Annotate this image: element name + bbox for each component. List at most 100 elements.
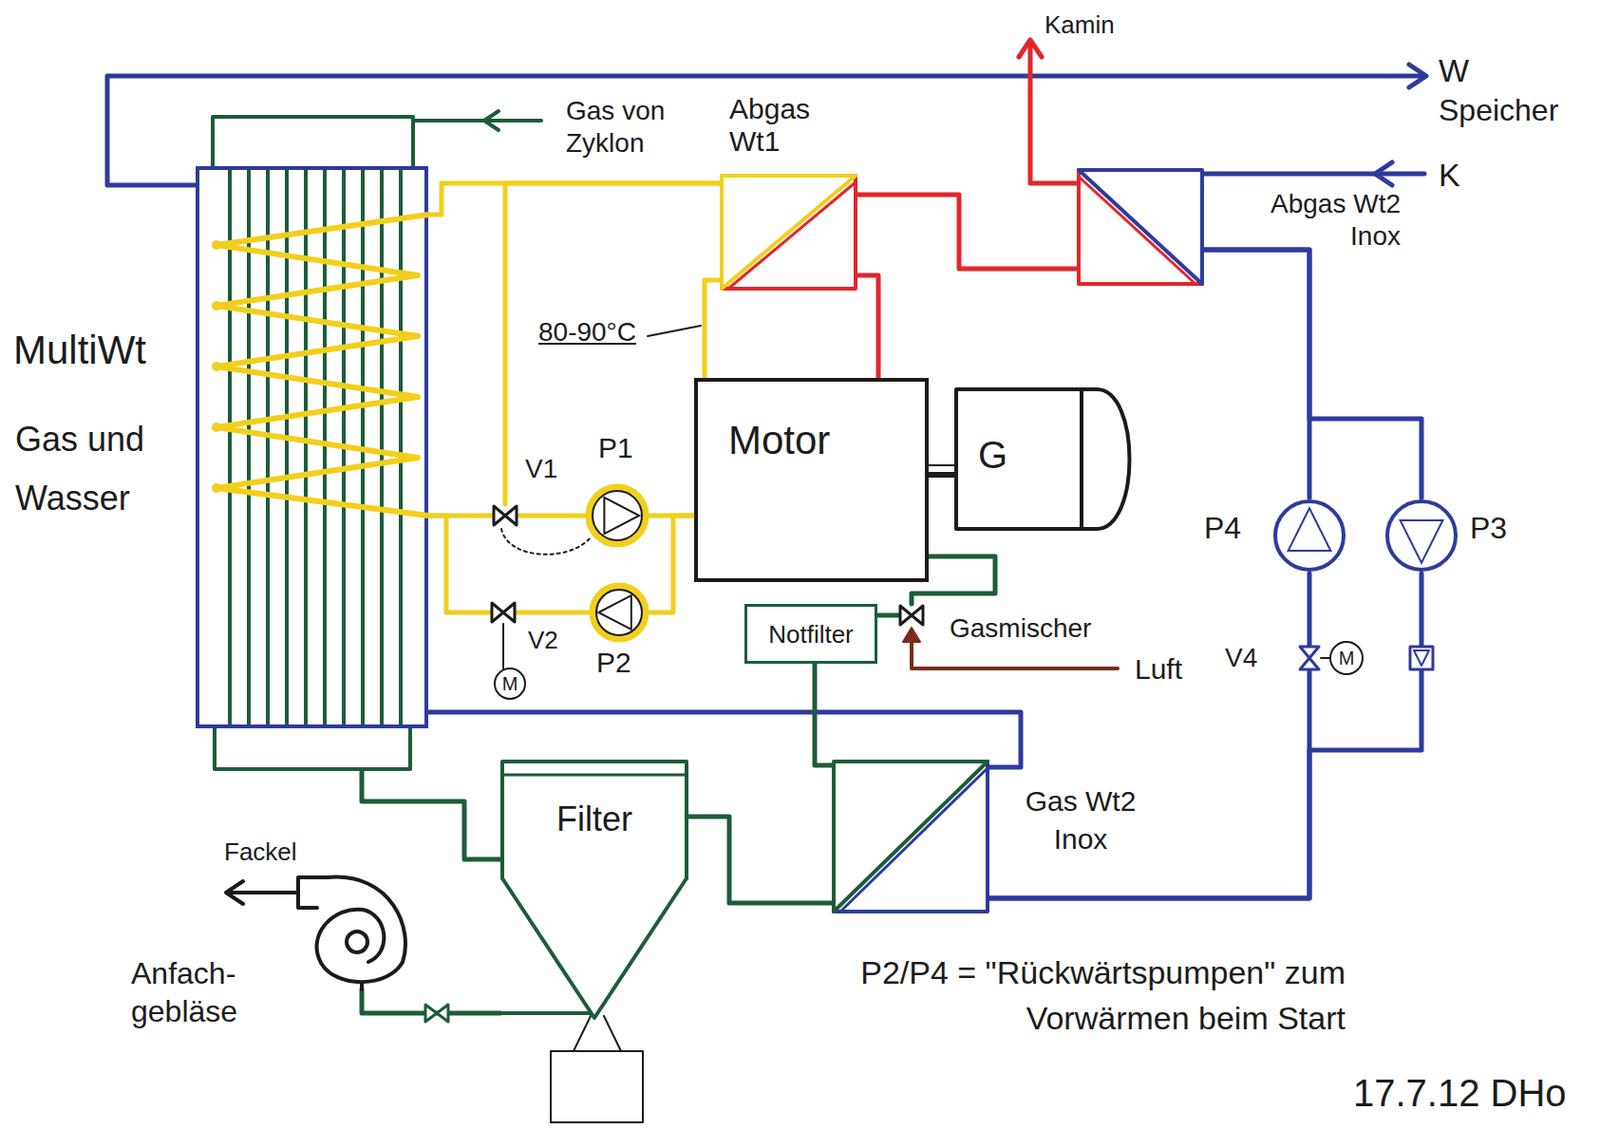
generator-body	[956, 389, 1082, 529]
coil-dot	[211, 483, 222, 493]
exchanger-side	[1078, 169, 1203, 284]
water-coil	[216, 214, 429, 516]
temperature-leader	[647, 325, 701, 337]
engine-box: Motor	[694, 377, 929, 583]
node-label: Notfilter	[747, 621, 875, 650]
annotation-label: Gas von Zyklon	[565, 94, 690, 160]
node-label: Abgas Wt1	[729, 93, 834, 158]
generator-cap	[1081, 389, 1130, 529]
exchanger-diagonal	[1078, 176, 1196, 284]
exchanger-diagonal	[721, 175, 856, 289]
arrow-chevron	[1409, 64, 1427, 88]
filter-outlet	[502, 1011, 591, 1016]
annotation-label: 17.7.12 DHo	[1353, 1071, 1567, 1115]
annotation-label: M	[494, 672, 526, 696]
arrow-chevron	[225, 881, 244, 904]
pump-casing	[1387, 501, 1456, 570]
pump: P3	[1383, 497, 1460, 574]
control-wire	[501, 528, 591, 555]
filter-cone	[502, 878, 687, 1018]
node-label: P2	[596, 646, 632, 680]
arrow-chevron	[484, 111, 499, 131]
three-way-valve: V1	[491, 504, 519, 528]
gas-tube	[398, 168, 403, 727]
pipe-connector	[814, 663, 832, 766]
annotation-label: W	[1438, 52, 1469, 90]
gas-tube	[303, 168, 308, 727]
annotation-label: P2/P4 = "Rückwärtspumpen" zum Vorwärmen …	[785, 949, 1346, 1041]
pump-casing	[1275, 501, 1344, 570]
hopper-filter-shape	[500, 759, 689, 1021]
check-valve	[1410, 646, 1433, 670]
shaft-line	[928, 464, 955, 467]
node-label: Motor	[728, 417, 830, 464]
flare-pipe	[227, 890, 297, 895]
annotation-label: M	[1330, 646, 1363, 670]
three-way-valve-shape	[491, 504, 519, 528]
motor-valve: V4	[1298, 644, 1321, 672]
blower-volute	[317, 877, 406, 983]
pipe-connector	[518, 513, 585, 519]
coil-dot	[211, 422, 222, 433]
node-label: P4	[1204, 510, 1242, 546]
gas-tube	[284, 168, 289, 727]
dust-chute	[573, 1016, 622, 1052]
gas-mixer-valve: Gasmischer	[898, 603, 925, 627]
exchanger-side	[721, 175, 856, 289]
multi-heat-exchanger: MultiWtGas und Wasser	[195, 113, 429, 772]
pipe-connector	[1204, 249, 1422, 498]
exchanger-side	[833, 761, 988, 912]
node-label: Gasmischer	[949, 613, 1092, 644]
pipe-connector	[505, 183, 720, 505]
chimney-pipe	[1030, 41, 1077, 184]
emergency-filter: Notfilter	[744, 603, 878, 664]
valve-bowtie	[493, 506, 517, 526]
pump: P1	[584, 483, 650, 548]
pipe-connector	[857, 275, 879, 378]
pipe-connector	[428, 183, 720, 215]
gas-heat-exchanger-shape	[831, 759, 990, 914]
exchanger-side	[1078, 169, 1203, 284]
node-label: V4	[1224, 642, 1258, 674]
pipe-connector	[361, 771, 501, 860]
exchanger-diagonal	[840, 768, 988, 912]
filter-lid	[502, 773, 687, 777]
node-label: Filter	[500, 799, 689, 839]
motor-valve-shape	[1298, 644, 1321, 672]
exchanger-diagonal	[728, 182, 856, 289]
gas-heat-exchanger: Gas Wt2 Inox	[831, 759, 990, 914]
exchanger-diagonal	[833, 761, 988, 912]
hopper-filter: Filter	[500, 759, 689, 1021]
exchanger-diagonal	[1078, 169, 1203, 284]
air-arrowhead	[903, 627, 921, 642]
gas-tube	[379, 168, 384, 727]
pump-triangle	[603, 497, 640, 534]
node-label: P1	[598, 432, 634, 466]
pipe-connector	[428, 515, 490, 613]
arrow-chevron	[1374, 162, 1393, 186]
generator: G	[954, 387, 1133, 531]
multi-heat-exchanger-shape	[195, 113, 429, 772]
annotation-label: 80-90°C	[538, 317, 637, 348]
exhaust-heat-exchanger-shape	[1076, 168, 1205, 286]
pump-shape	[1271, 497, 1348, 574]
actuator-circle	[1330, 641, 1363, 675]
valve-bowtie	[900, 605, 923, 625]
pipe-connector	[688, 816, 832, 904]
pump-shape	[1383, 497, 1460, 574]
coil-dot	[211, 361, 222, 372]
pump: P4	[1271, 497, 1348, 574]
dust-bin	[550, 1051, 643, 1123]
gas-tube	[227, 168, 232, 727]
blower-outlet	[298, 877, 328, 908]
blower: Anfach- gebläse	[296, 871, 415, 990]
node-label: V1	[525, 453, 558, 485]
exhaust-heat-exchanger-shape	[719, 173, 858, 291]
motor-valve: V2	[489, 601, 517, 624]
storage-return-pipe	[1204, 171, 1425, 177]
gas-mixer-valve-shape	[898, 603, 925, 627]
annotation-label: Fackel	[224, 838, 298, 867]
node-label: MultiWt	[13, 327, 147, 374]
blower-hub	[346, 931, 368, 953]
